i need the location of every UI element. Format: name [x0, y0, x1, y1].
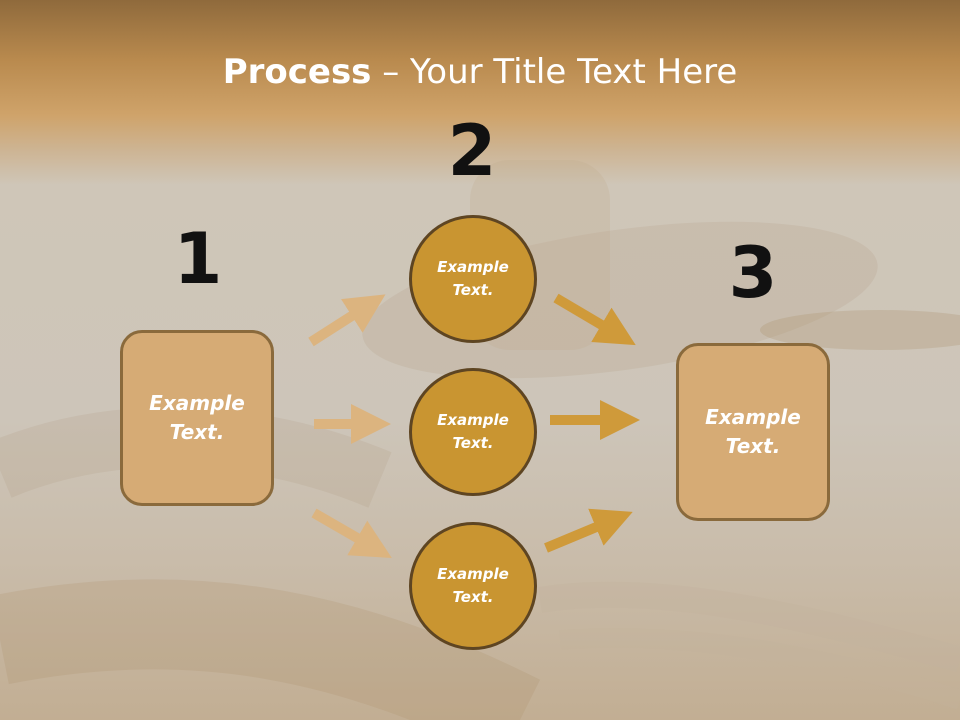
step-number-3: 3 [728, 232, 778, 314]
step-2-circle-bottom: Example Text. [409, 522, 537, 650]
slide-title: Process – Your Title Text Here [0, 52, 960, 92]
step-2-circle-middle: Example Text. [409, 368, 537, 496]
step-1-box: Example Text. [120, 330, 274, 506]
step-3-text: Example Text. [705, 405, 801, 458]
step-1-text: Example Text. [149, 391, 245, 444]
step-3-box: Example Text. [676, 343, 830, 521]
arrow-2-to-3-top [553, 293, 636, 346]
step-2-circle-top: Example Text. [409, 215, 537, 343]
step-2-top-text: Example Text. [437, 258, 509, 299]
step-2-middle-text: Example Text. [437, 411, 509, 452]
arrow-1-to-2-top [308, 294, 386, 347]
step-2-bottom-text: Example Text. [437, 565, 509, 606]
arrow-2-to-3-bottom [544, 508, 633, 553]
step-number-1: 1 [173, 218, 223, 300]
arrow-1-to-2-bottom [311, 508, 392, 559]
step-number-2: 2 [447, 110, 497, 192]
title-bold: Process [222, 52, 372, 92]
title-rest: – Your Title Text Here [371, 52, 738, 92]
